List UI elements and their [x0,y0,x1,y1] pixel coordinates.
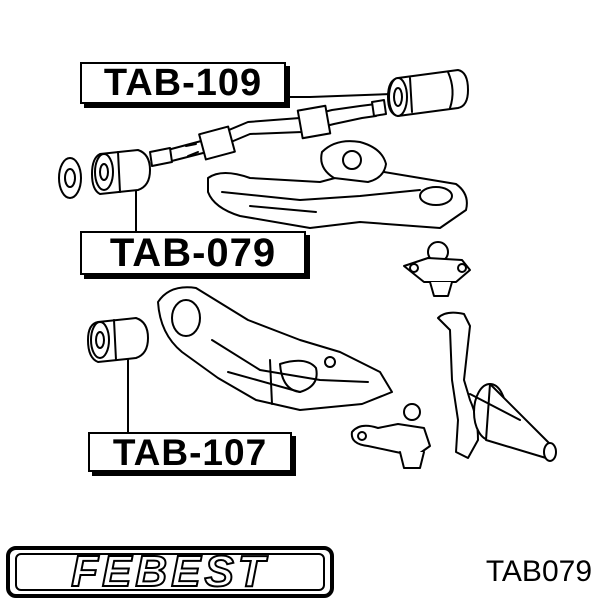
upper-ball-joint [403,241,471,297]
upper-arm-shaft [149,99,387,167]
lower-ball-joint [350,403,431,469]
brand-name: FEBEST [70,546,269,597]
steering-knuckle [437,311,557,462]
callout-tab109: TAB-109 [80,62,286,104]
logo-frame [6,546,334,598]
callout-tab107: TAB-107 [88,432,292,472]
bushing-tab107 [87,317,149,363]
part-number: TAB079 [485,555,592,588]
lower-control-arm [157,286,393,411]
callout-tab079: TAB-079 [80,231,306,275]
leader-tab109-b [309,93,393,98]
bushing-tab079 [58,149,151,199]
bushing-tab109 [387,69,469,117]
febest-logo: FEBEST [6,546,334,598]
upper-control-arm [207,140,468,229]
